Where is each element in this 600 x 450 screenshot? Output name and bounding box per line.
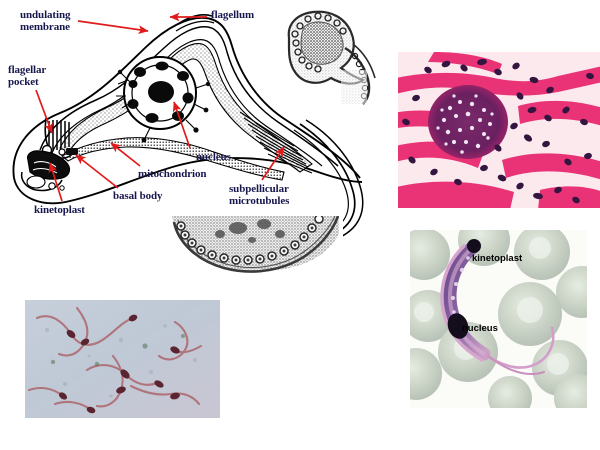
label-nucleus: nucleus — [196, 151, 231, 163]
label-flagellar-pocket: flagellar pocket — [8, 64, 47, 88]
label-kinetoplast: kinetoplast — [34, 204, 85, 216]
tem-subpellicular-microtubule-ring — [168, 216, 343, 282]
kinetoplast-dot — [467, 239, 481, 253]
label-basal-body: basal body — [113, 190, 163, 202]
basal-body-structure — [66, 148, 78, 155]
micrograph-label-nucleus: nucleus — [462, 323, 498, 334]
label-subpellicular-microtubules: subpellicular microtubules — [229, 183, 290, 207]
blood-smear-trypomastigote — [410, 230, 587, 408]
label-mitochondrion: mitochondrion — [138, 168, 207, 180]
tem-flagellum-cross-section — [283, 4, 380, 108]
giemsa-stained-trypanosome-smear — [25, 300, 220, 418]
micrograph-label-kinetoplast: kinetoplast — [472, 253, 523, 264]
he-stained-cardiac-muscle-pseudocyst — [398, 52, 600, 208]
nucleus-mass — [447, 313, 469, 339]
label-undulating-membrane: undulating membrane — [20, 9, 71, 33]
label-flagellum: flagellum — [211, 9, 255, 21]
